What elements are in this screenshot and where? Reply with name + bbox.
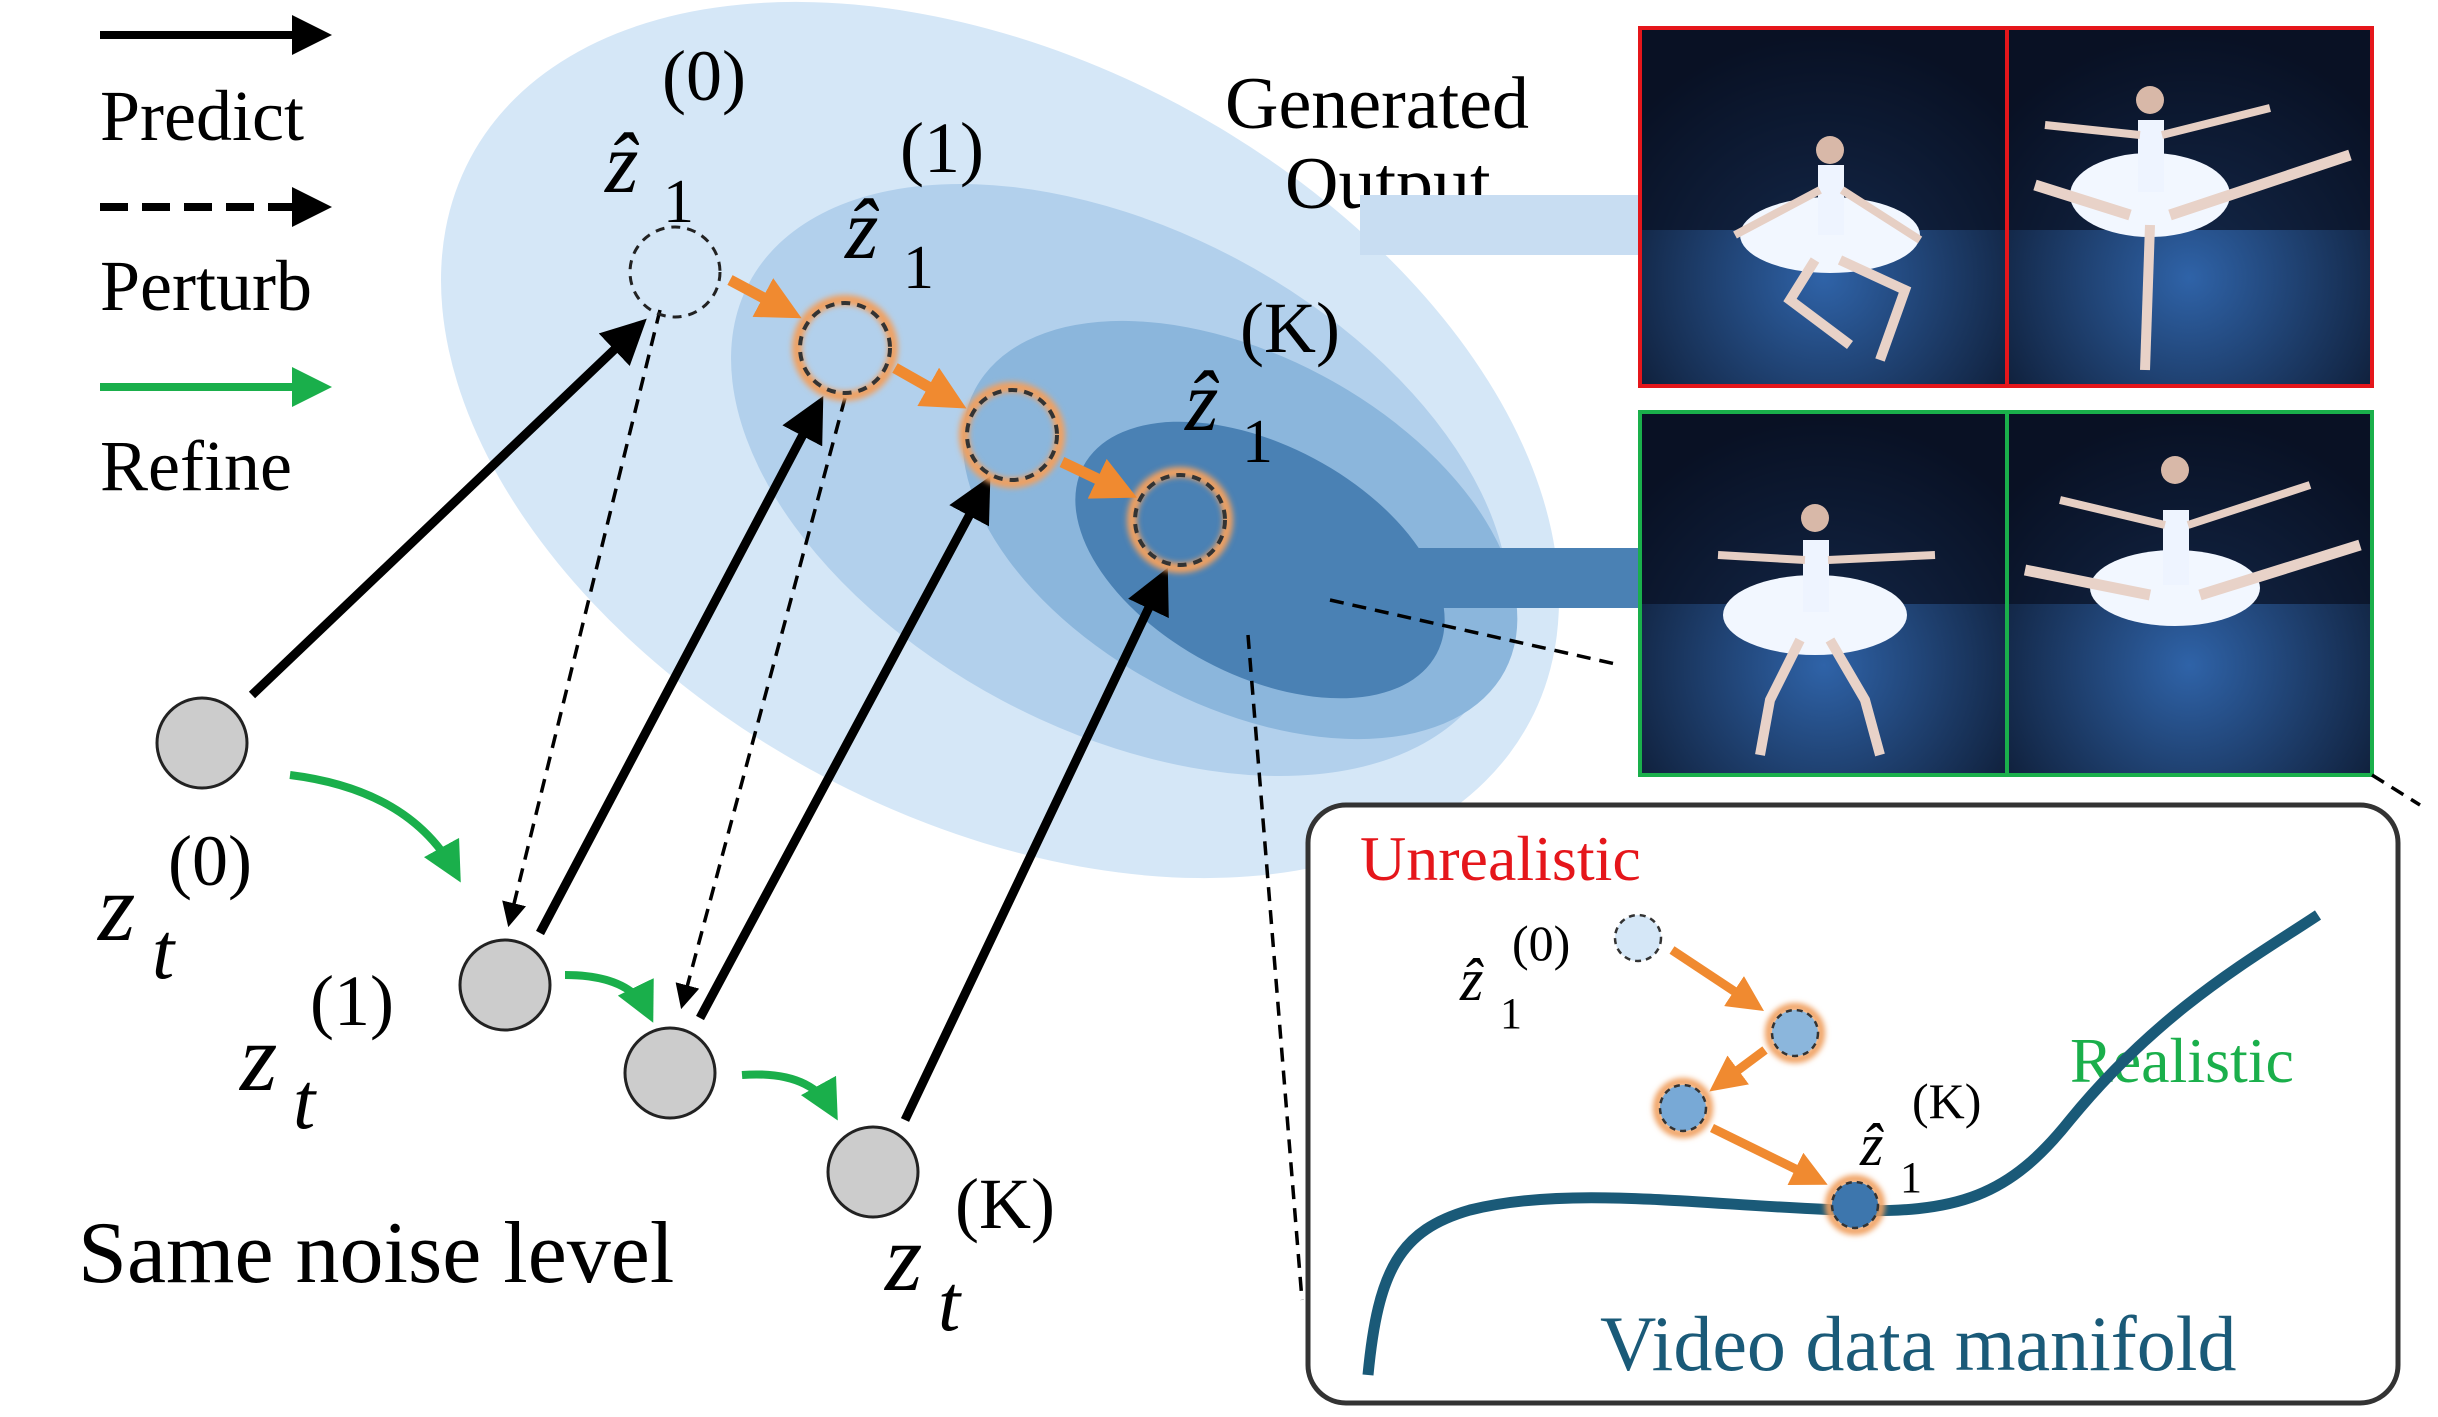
svg-text:1: 1 [1500,989,1522,1038]
manifold-label: Video data manifold [1600,1300,2236,1387]
inset-node-0 [1613,913,1663,963]
svg-text:z: z [96,854,135,961]
inset-arrow-1 [1709,1046,1768,1092]
zhat-node-0 [628,225,722,319]
legend: Predict Perturb Refine [100,15,332,506]
zhat-node-1 [798,301,892,395]
svg-text:1: 1 [1242,408,1273,476]
zt-node-2 [623,1026,717,1120]
svg-text:ẑ: ẑ [844,181,880,277]
inset-frame [1305,802,2401,1406]
same-noise-level-caption: Same noise level [78,1205,674,1302]
inset-node-2 [1658,1083,1708,1133]
svg-text:(K): (K) [955,1164,1055,1244]
inset-arrow-0 [1669,946,1765,1011]
orange-arrow-1 [892,363,967,409]
svg-text:t: t [152,908,176,996]
zhat-label-1: ẑ 1 (1) [844,108,984,302]
realistic-output-arrow [1385,510,1722,645]
svg-text:ẑ: ẑ [1459,947,1484,1013]
svg-text:(0): (0) [1512,915,1570,971]
zhat-node-K [1133,473,1227,567]
svg-text:(1): (1) [310,961,394,1041]
svg-text:t: t [293,1058,317,1146]
inset-node-1 [1770,1008,1820,1058]
perturb-arrow-1 [675,397,847,1010]
svg-text:t: t [938,1260,962,1348]
svg-text:(0): (0) [662,36,746,116]
refine-label: Refine [100,426,292,506]
ellipse-core [1075,421,1445,699]
svg-text:z: z [238,1004,277,1111]
svg-text:ẑ: ẑ [604,115,640,211]
svg-text:(1): (1) [900,108,984,188]
orange-arrow-0 [727,275,802,319]
noisy-nodes [155,696,920,1219]
predicted-nodes [628,225,1233,573]
zt-label-0: z t (0) [96,821,252,996]
realistic-frames-border [1638,410,2374,777]
zhat-node-2-glow [959,382,1065,488]
refine-arrow-0 [289,771,461,883]
predict-arrow-0 [248,318,647,699]
svg-text:(K): (K) [1912,1073,1981,1129]
realistic-frame-2 [2009,414,2370,773]
inset-zhat-label-0: ẑ 1 (0) [1459,915,1570,1038]
svg-text:1: 1 [663,168,694,236]
zhat-label-K: ẑ 1 (K) [1184,288,1340,476]
predict-arrow-K [900,567,1169,1122]
inset-arrow-2 [1710,1123,1828,1186]
perturb-arrows [502,309,847,1010]
inset-node-K [1830,1180,1880,1230]
zhat-node-K-glow [1127,467,1233,573]
svg-text:ẑ: ẑ [1184,353,1220,449]
inset-node-2-glow [1653,1078,1713,1138]
perturb-arrow-0 [502,309,662,928]
svg-text:1: 1 [1900,1153,1922,1202]
manifold-inset: Unrealistic Realistic Video data manifol… [1305,802,2401,1406]
zhat-label-0: ẑ 1 (0) [604,36,746,236]
zt-node-K [826,1125,920,1219]
zhat-node-1-glow [792,295,898,401]
svg-text:Generated: Generated [1225,63,1529,145]
unrealistic-output-arrow [1360,160,1722,292]
zt-label-1: z t (1) [238,961,394,1146]
zhat-node-2 [965,388,1059,482]
inset-node-K-glow [1825,1175,1885,1235]
prediction-transitions [727,275,1137,499]
orange-arrow-2 [1059,457,1137,499]
realistic-frames [1638,410,2374,777]
refine-arrow-1 [564,971,654,1023]
predict-label: Predict [100,76,304,156]
perturb-label: Perturb [100,246,312,326]
refine-arrows [289,771,838,1121]
svg-text:ẑ: ẑ [1859,1112,1884,1178]
unrealistic-frames [1638,26,2374,388]
zoom-guides [1246,598,2421,1301]
unrealistic-label: Unrealistic [1360,823,1641,894]
unrealistic-frame-1 [1642,30,2006,384]
unrealistic-frames-border [1638,26,2374,388]
realistic-frame-1 [1642,414,2006,773]
svg-text:1: 1 [903,234,934,302]
latent-distribution [441,1,1559,879]
svg-text:(K): (K) [1240,288,1340,368]
predict-arrows [248,318,1169,1122]
zt-node-0 [155,696,249,790]
inset-zhat-label-K: ẑ 1 (K) [1859,1073,1981,1202]
zt-label-K: z t (K) [883,1164,1055,1348]
predict-arrow-1 [536,396,824,936]
refine-arrow-2 [741,1070,838,1121]
svg-text:z: z [883,1204,922,1311]
predict-arrow-2 [696,476,991,1021]
inset-node-1-glow [1765,1003,1825,1063]
unrealistic-frame-2 [2009,30,2370,384]
zt-node-1 [458,938,552,1032]
svg-text:(0): (0) [168,821,252,901]
